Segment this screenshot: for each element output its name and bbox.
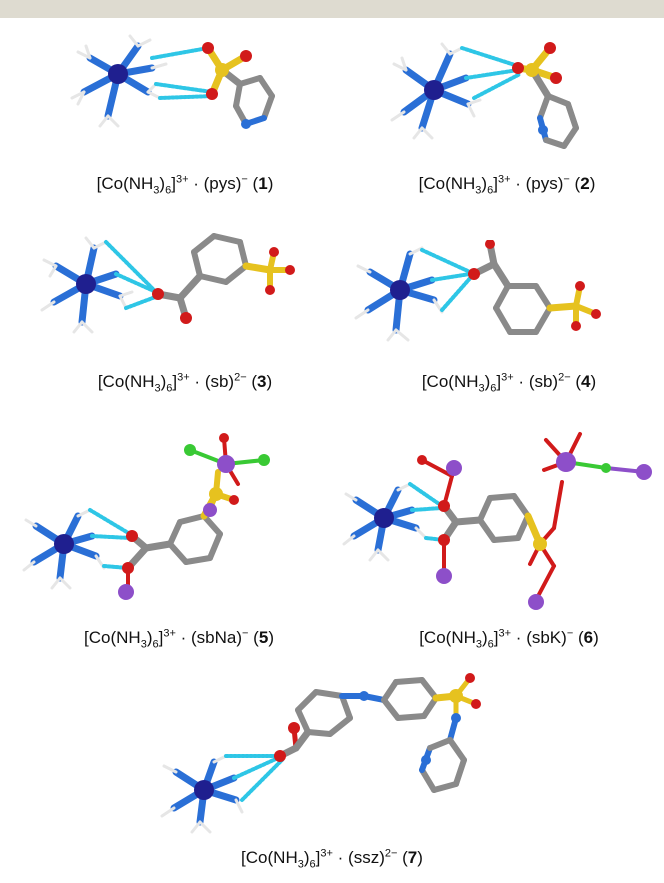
structure-3 [30,230,330,350]
structure-2 [380,30,640,170]
structure-4 [350,240,650,360]
caption-5: [Co(NH3)6]3+ · (sbNa)− (5) [84,627,274,651]
structure-6 [340,410,660,620]
structure-7 [150,670,520,840]
structure-2-diagram [390,42,579,149]
caption-7: [Co(NH3)6]3+ · (ssz)2− (7) [241,847,423,871]
structure-6-diagram [342,432,652,610]
structure-1-diagram [70,34,275,129]
caption-2: [Co(NH3)6]3+ · (pys)− (2) [418,173,596,197]
structure-3-diagram [40,233,295,334]
structure-7-diagram [160,673,481,834]
structure-5 [20,420,320,620]
caption-1: [Co(NH3)6]3+ · (pys)− (1) [96,173,274,197]
header-bar [0,0,664,18]
structure-5-diagram [22,433,270,600]
structure-4-diagram [354,240,601,342]
structure-1 [60,30,330,160]
caption-6: [Co(NH3)6]3+ · (sbK)− (6) [419,627,599,651]
caption-4: [Co(NH3)6]3+ · (sb)2− (4) [421,371,597,395]
caption-3: [Co(NH3)6]3+ · (sb)2− (3) [97,371,273,395]
